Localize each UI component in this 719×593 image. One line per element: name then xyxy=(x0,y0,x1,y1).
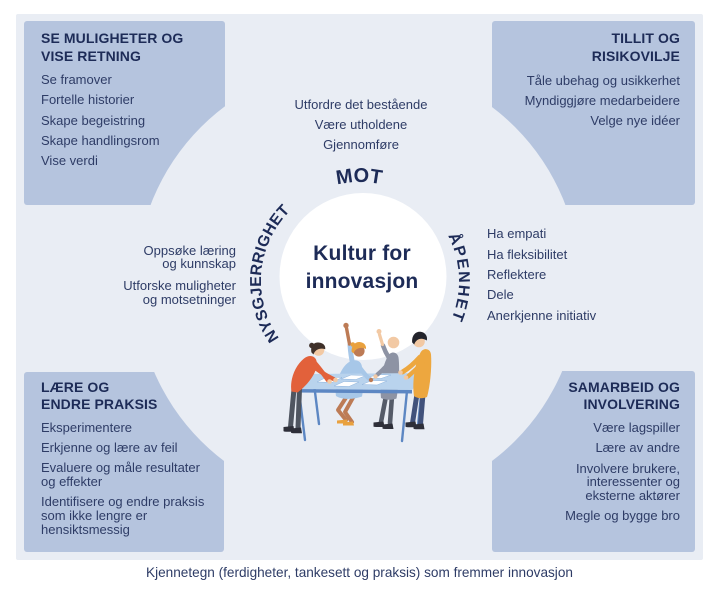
panel-item: Eksperimentere xyxy=(41,419,133,435)
caption: Kjennetegn (ferdigheter, tankesett og pr… xyxy=(146,564,573,580)
mot-items: Utfordre det bestående Være utholdene Gj… xyxy=(261,96,461,159)
nysgjerrighet-item: Utforske muligheter og motsetninger xyxy=(123,277,236,307)
apenhet-item: Dele xyxy=(487,287,514,303)
person-blue-dress-arm xyxy=(357,365,374,383)
apenhet-items: Ha empati Ha fleksibilitet Reflektere De… xyxy=(487,227,647,329)
panel-item: Erkjenne og lære av feil xyxy=(41,439,178,455)
panel-item: Tåle ubehag og usikkerhet xyxy=(526,72,680,88)
panel-top-left-text: SE MULIGHETER OG VISE RETNING Se framove… xyxy=(41,30,211,174)
panel-item: Skape begeistring xyxy=(41,112,146,128)
panel-top-right-text: TILLIT OG RISIKOVILJE Tåle ubehag og usi… xyxy=(500,30,680,134)
panel-title: LÆRE OG ENDRE PRAKSIS xyxy=(41,378,158,413)
apenhet-item: Reflektere xyxy=(487,267,547,283)
panel-title: SAMARBEID OG INVOLVERING xyxy=(568,378,680,413)
person-yellow-sweater xyxy=(398,331,432,430)
mot-item: Gjennomføre xyxy=(323,136,399,152)
apenhet-item: Ha empati xyxy=(487,226,547,242)
axis-label-mot: MOT xyxy=(335,165,384,189)
panel-item: Involvere brukere, interessenter og ekst… xyxy=(575,460,680,504)
panel-item: Velge nye idéer xyxy=(590,113,680,129)
nysgjerrighet-items: Oppsøke læring og kunnskap Utforske muli… xyxy=(76,242,236,313)
apenhet-item: Ha fleksibilitet xyxy=(487,246,568,262)
panel-item: Lære av andre xyxy=(595,440,680,456)
panel-top-right xyxy=(492,21,695,205)
panel-bottom-left-text: LÆRE OG ENDRE PRAKSIS Eksperimentere Erk… xyxy=(41,379,216,543)
panel-bottom-right-text: SAMARBEID OG INVOLVERING Være lagspiller… xyxy=(505,379,680,530)
panel-item: Evaluere og måle resultater og effekter xyxy=(41,460,200,489)
panel-item: Skape handlingsrom xyxy=(41,132,160,148)
panel-title: SE MULIGHETER OG VISE RETNING xyxy=(41,30,184,64)
center-circle xyxy=(279,193,447,360)
panel-item: Megle og bygge bro xyxy=(565,508,680,524)
center-title: Kultur for innovasjon xyxy=(305,242,419,293)
panel-bottom-left xyxy=(24,372,224,552)
panel-item: Vise verdi xyxy=(41,153,98,169)
panel-item: Være lagspiller xyxy=(593,420,680,436)
panel-item: Myndiggjøre medarbeidere xyxy=(524,93,680,108)
panel-item: Se framover xyxy=(41,72,112,88)
person-grey-jacket-arm xyxy=(373,359,393,379)
panel-bottom-right xyxy=(492,371,695,552)
mot-item: Være utholdene xyxy=(314,116,408,132)
table-edge xyxy=(295,389,412,394)
people-around-table-illustration xyxy=(283,322,432,443)
mot-item: Utfordre det bestående xyxy=(294,96,428,112)
person-red-shirt xyxy=(283,342,338,434)
panel-title: TILLIT OG RISIKOVILJE xyxy=(591,30,680,64)
panel-item: Identifisere og endre praksis som ikke l… xyxy=(41,494,205,537)
panel-item: Fortelle historier xyxy=(41,92,135,108)
apenhet-item: Anerkjenne initiativ xyxy=(487,307,597,323)
nysgjerrighet-item: Oppsøke læring og kunnskap xyxy=(143,242,236,272)
